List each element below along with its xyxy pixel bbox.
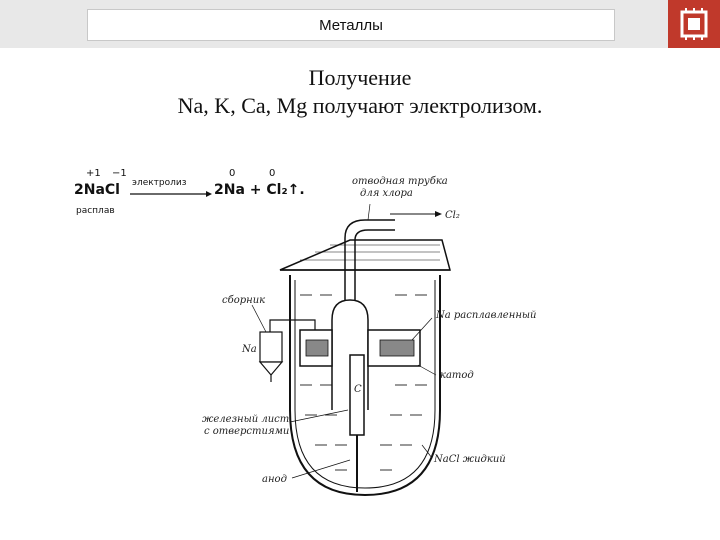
slide-heading: Получение Na, K, Ca, Mg получают электро…	[0, 64, 720, 120]
logo-tab	[668, 0, 720, 48]
label-na-molten: Na расплавленный	[435, 310, 537, 321]
equation-products: 2Na + Cl₂↑.	[214, 182, 305, 198]
collector-pipe	[269, 319, 316, 332]
label-carbon: C	[354, 384, 362, 395]
label-iron-sheet-1: железный лист	[202, 414, 289, 425]
ox-state-cl: −1	[112, 168, 127, 179]
label-cathode: катод	[440, 370, 474, 381]
label-anode: анод	[262, 474, 287, 485]
chip-logo-icon	[680, 8, 708, 40]
ox-state-cl-product: 0	[269, 168, 276, 179]
anode-rod	[349, 354, 365, 436]
label-na-collector: Na	[241, 344, 257, 355]
slide-title: Металлы	[87, 9, 615, 41]
ox-state-na-product: 0	[229, 168, 236, 179]
ox-state-na: +1	[86, 168, 101, 179]
equation-reactant: 2NaCl	[74, 182, 120, 198]
label-chlorine: Cl₂	[445, 210, 460, 221]
vessel-inner-wall	[294, 280, 436, 489]
outlet-pipe	[344, 219, 395, 300]
electrolysis-apparatus-diagram: отводная трубка для хлора Cl₂ сборник Na…	[202, 176, 537, 497]
heading-line-1: Получение	[308, 65, 412, 90]
electrolysis-equation: +1 −1 0 0 2NaCl электролиз 2Na + Cl₂↑. р…	[74, 168, 314, 228]
reaction-arrow-icon	[130, 191, 212, 197]
label-outlet-pipe-1: отводная трубка	[352, 176, 448, 187]
vessel-wall	[289, 275, 441, 497]
label-iron-sheet-2: с отверстиями	[204, 426, 289, 437]
label-nacl-liquid: NaCl жидкий	[433, 454, 506, 465]
equation-state: расплав	[76, 206, 115, 216]
label-collector: сборник	[222, 295, 265, 306]
apparatus-roof	[279, 239, 451, 271]
collector-vessel	[259, 331, 283, 363]
molten-salt-level	[300, 294, 427, 471]
label-outlet-pipe-2: для хлора	[360, 188, 413, 199]
heading-line-2: Na, K, Ca, Mg получают электролизом.	[177, 93, 543, 118]
equation-condition: электролиз	[132, 178, 187, 188]
